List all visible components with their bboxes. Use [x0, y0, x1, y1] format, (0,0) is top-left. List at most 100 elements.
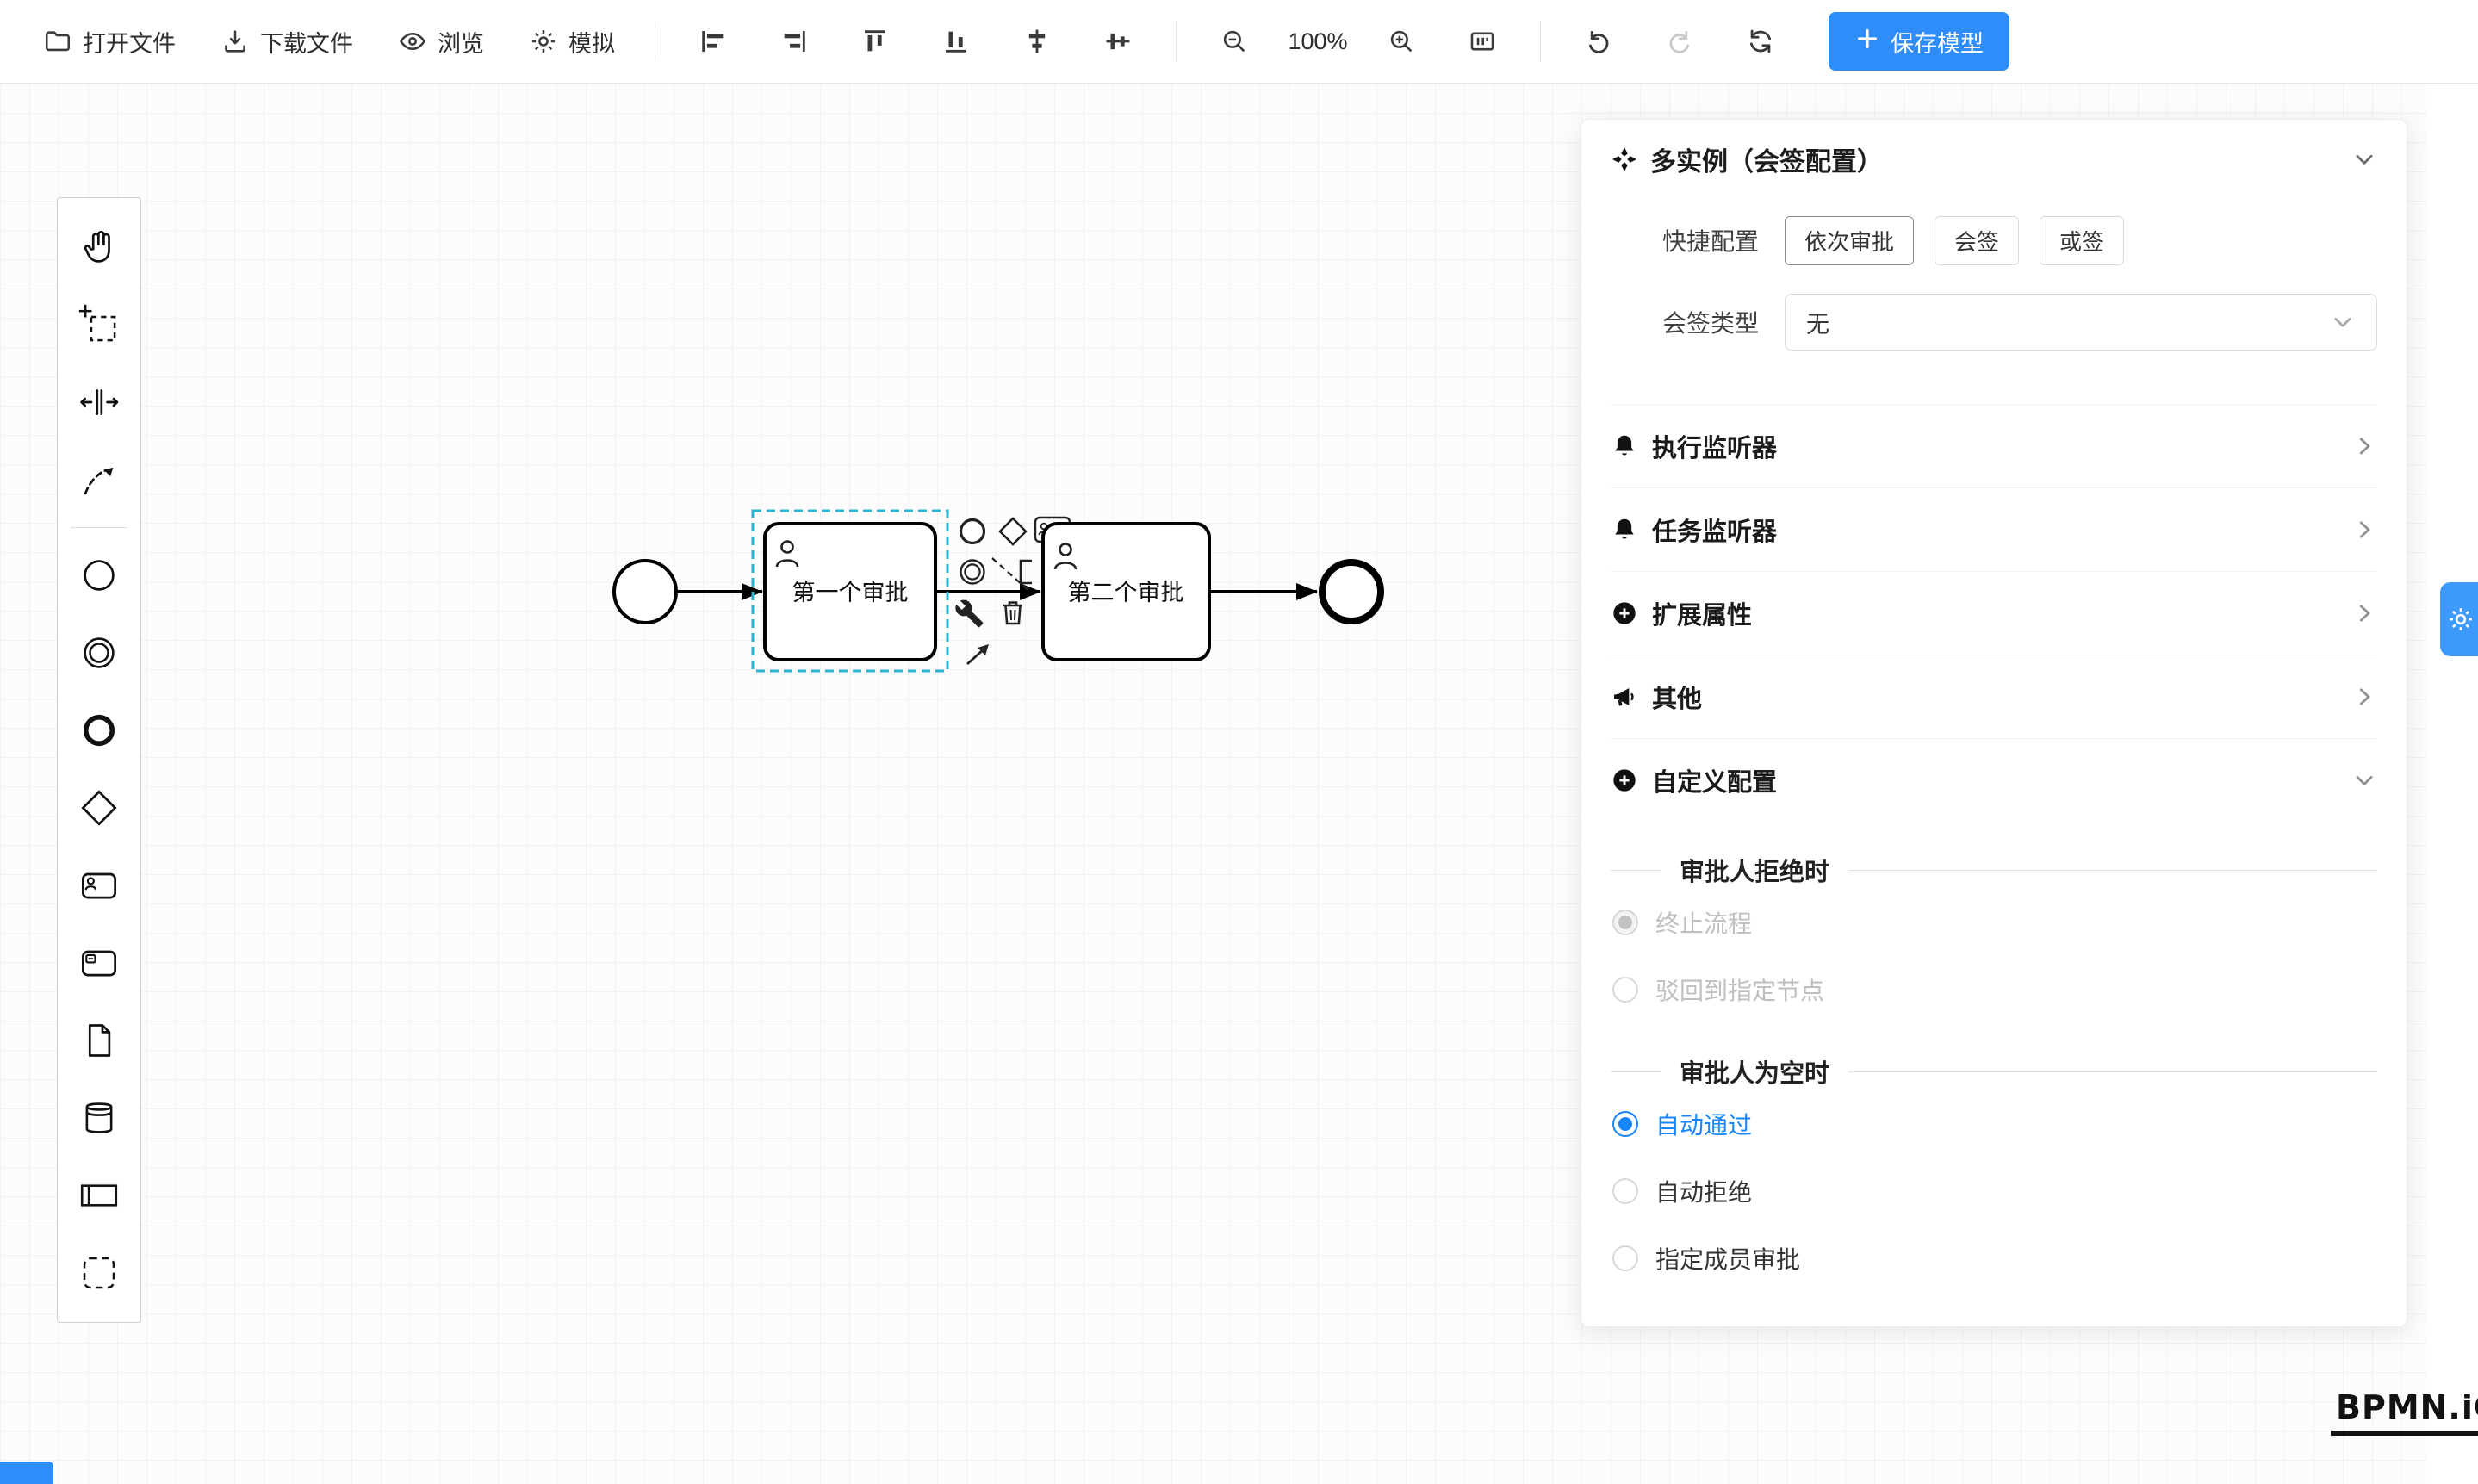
quick-option-sequential[interactable]: 依次审批: [1785, 215, 1915, 265]
radio-unchecked-icon: [1612, 977, 1638, 1003]
radio-unchecked-icon[interactable]: [1612, 1245, 1638, 1271]
gear-icon: [2450, 608, 2472, 630]
align-bottom-button[interactable]: [919, 13, 993, 70]
palette-group[interactable]: [65, 1234, 133, 1312]
palette-start-event[interactable]: [65, 537, 133, 614]
task1-label: 第一个审批: [792, 580, 909, 605]
save-model-label: 保存模型: [1891, 30, 1984, 57]
radio-unchecked-icon[interactable]: [1612, 1178, 1638, 1204]
hand-icon: [84, 230, 110, 263]
quick-option-or-sign[interactable]: 或签: [2040, 215, 2125, 265]
reset-button[interactable]: [1723, 13, 1798, 70]
palette-data-store[interactable]: [65, 1079, 133, 1157]
global-connect-tool[interactable]: [65, 441, 133, 518]
trash-icon[interactable]: [1003, 601, 1022, 625]
palette-gateway[interactable]: [65, 769, 133, 847]
end-event[interactable]: [1319, 559, 1384, 624]
radio-assign-member[interactable]: 指定成员审批: [1611, 1225, 2377, 1292]
task-second-approval[interactable]: 第二个审批: [1041, 522, 1211, 661]
palette-data-object[interactable]: [65, 1002, 133, 1079]
quick-config-label: 快捷配置: [1661, 228, 1759, 255]
append-gateway-icon[interactable]: [998, 517, 1028, 546]
align-left-button[interactable]: [676, 13, 750, 70]
zoom-out-button[interactable]: [1197, 13, 1271, 70]
palette-participant[interactable]: [65, 1157, 133, 1234]
palette-end-event[interactable]: [65, 692, 133, 769]
radio-return-to-node: 驳回到指定节点: [1611, 956, 2377, 1023]
empty-section-title: 审批人为空时: [1611, 1052, 2377, 1090]
task2-label: 第二个审批: [1068, 580, 1184, 605]
redo-button[interactable]: [1643, 13, 1717, 70]
section-other[interactable]: 其他: [1611, 655, 2377, 738]
save-model-button[interactable]: 保存模型: [1829, 12, 2009, 71]
sign-type-label: 会签类型: [1661, 310, 1759, 337]
align-center-vertical-button[interactable]: [1081, 13, 1155, 70]
redo-icon: [1665, 27, 1694, 56]
simulate-button[interactable]: 模拟: [510, 13, 634, 70]
palette-divider: [71, 527, 127, 528]
megaphone-icon: [1614, 688, 1634, 706]
download-file-button[interactable]: 下载文件: [202, 13, 372, 70]
section-label: 执行监听器: [1652, 435, 1778, 463]
palette-intermediate-event[interactable]: [65, 614, 133, 692]
bpmn-io-logo[interactable]: BPMN.iO: [2331, 1388, 2478, 1436]
participant-icon: [80, 1184, 118, 1207]
section-label: 扩展属性: [1652, 602, 1753, 630]
sign-type-select[interactable]: 无: [1785, 294, 2377, 351]
quick-option-countersign[interactable]: 会签: [1935, 215, 2020, 265]
collapsible-sections: 执行监听器 任务监听器 扩展属性 其他 自定义配置: [1611, 404, 2377, 822]
divider-line: [1611, 1071, 1661, 1072]
palette-subprocess[interactable]: [65, 924, 133, 1002]
radio-auto-reject[interactable]: 自动拒绝: [1611, 1158, 2377, 1225]
align-center-vertical-icon: [1103, 27, 1133, 56]
panel-header[interactable]: 多实例（会签配置）: [1611, 120, 2377, 199]
simulate-label: 模拟: [568, 30, 615, 57]
hand-tool[interactable]: [65, 208, 133, 286]
radio-label: 终止流程: [1655, 910, 1753, 937]
data-object-icon: [88, 1024, 111, 1057]
section-custom-config[interactable]: 自定义配置: [1611, 738, 2377, 822]
align-right-button[interactable]: [757, 13, 831, 70]
section-extended-properties[interactable]: 扩展属性: [1611, 571, 2377, 655]
align-top-icon: [860, 27, 890, 56]
radio-checked-icon[interactable]: [1612, 1111, 1638, 1137]
section-task-listener[interactable]: 任务监听器: [1611, 487, 2377, 571]
task-first-approval[interactable]: 第一个审批: [763, 522, 937, 661]
user-icon: [1053, 543, 1078, 570]
start-event[interactable]: [612, 559, 678, 624]
open-file-label: 打开文件: [83, 30, 176, 57]
append-end-event-icon[interactable]: [959, 518, 986, 545]
palette: [57, 197, 141, 1323]
zoom-in-icon: [1387, 27, 1416, 56]
bell-icon: [1615, 435, 1634, 456]
plus-circle-icon: [1613, 769, 1636, 792]
radio-auto-pass[interactable]: 自动通过: [1611, 1090, 2377, 1158]
align-center-horizontal-button[interactable]: [1000, 13, 1074, 70]
connect-arrow-icon[interactable]: [966, 644, 989, 666]
undo-button[interactable]: [1562, 13, 1636, 70]
preview-label: 浏览: [438, 30, 484, 57]
preview-button[interactable]: 浏览: [379, 13, 503, 70]
user-icon: [775, 540, 799, 568]
align-right-icon: [779, 27, 809, 56]
align-top-button[interactable]: [838, 13, 912, 70]
settings-drawer-tab[interactable]: [2440, 582, 2478, 656]
divider-line: [1611, 869, 1661, 871]
zoom-level: 100%: [1288, 28, 1348, 54]
section-label: 自定义配置: [1652, 769, 1778, 797]
lasso-icon: [78, 304, 116, 342]
lasso-tool[interactable]: [65, 286, 133, 363]
zoom-in-button[interactable]: [1364, 13, 1438, 70]
text-annotation-icon[interactable]: [1019, 559, 1032, 585]
section-execution-listener[interactable]: 执行监听器: [1611, 404, 2377, 487]
open-file-button[interactable]: 打开文件: [24, 13, 195, 70]
fit-view-button[interactable]: [1445, 13, 1519, 70]
wrench-icon[interactable]: [955, 599, 984, 628]
panel-title: 多实例（会签配置）: [1650, 148, 1883, 177]
space-tool[interactable]: [65, 363, 133, 441]
palette-user-task[interactable]: [65, 847, 133, 924]
sign-type-value: 无: [1806, 311, 1829, 338]
align-bottom-icon: [941, 27, 971, 56]
quick-config-row: 快捷配置 依次审批 会签 或签: [1611, 215, 2377, 265]
append-intermediate-event-icon[interactable]: [960, 559, 985, 585]
